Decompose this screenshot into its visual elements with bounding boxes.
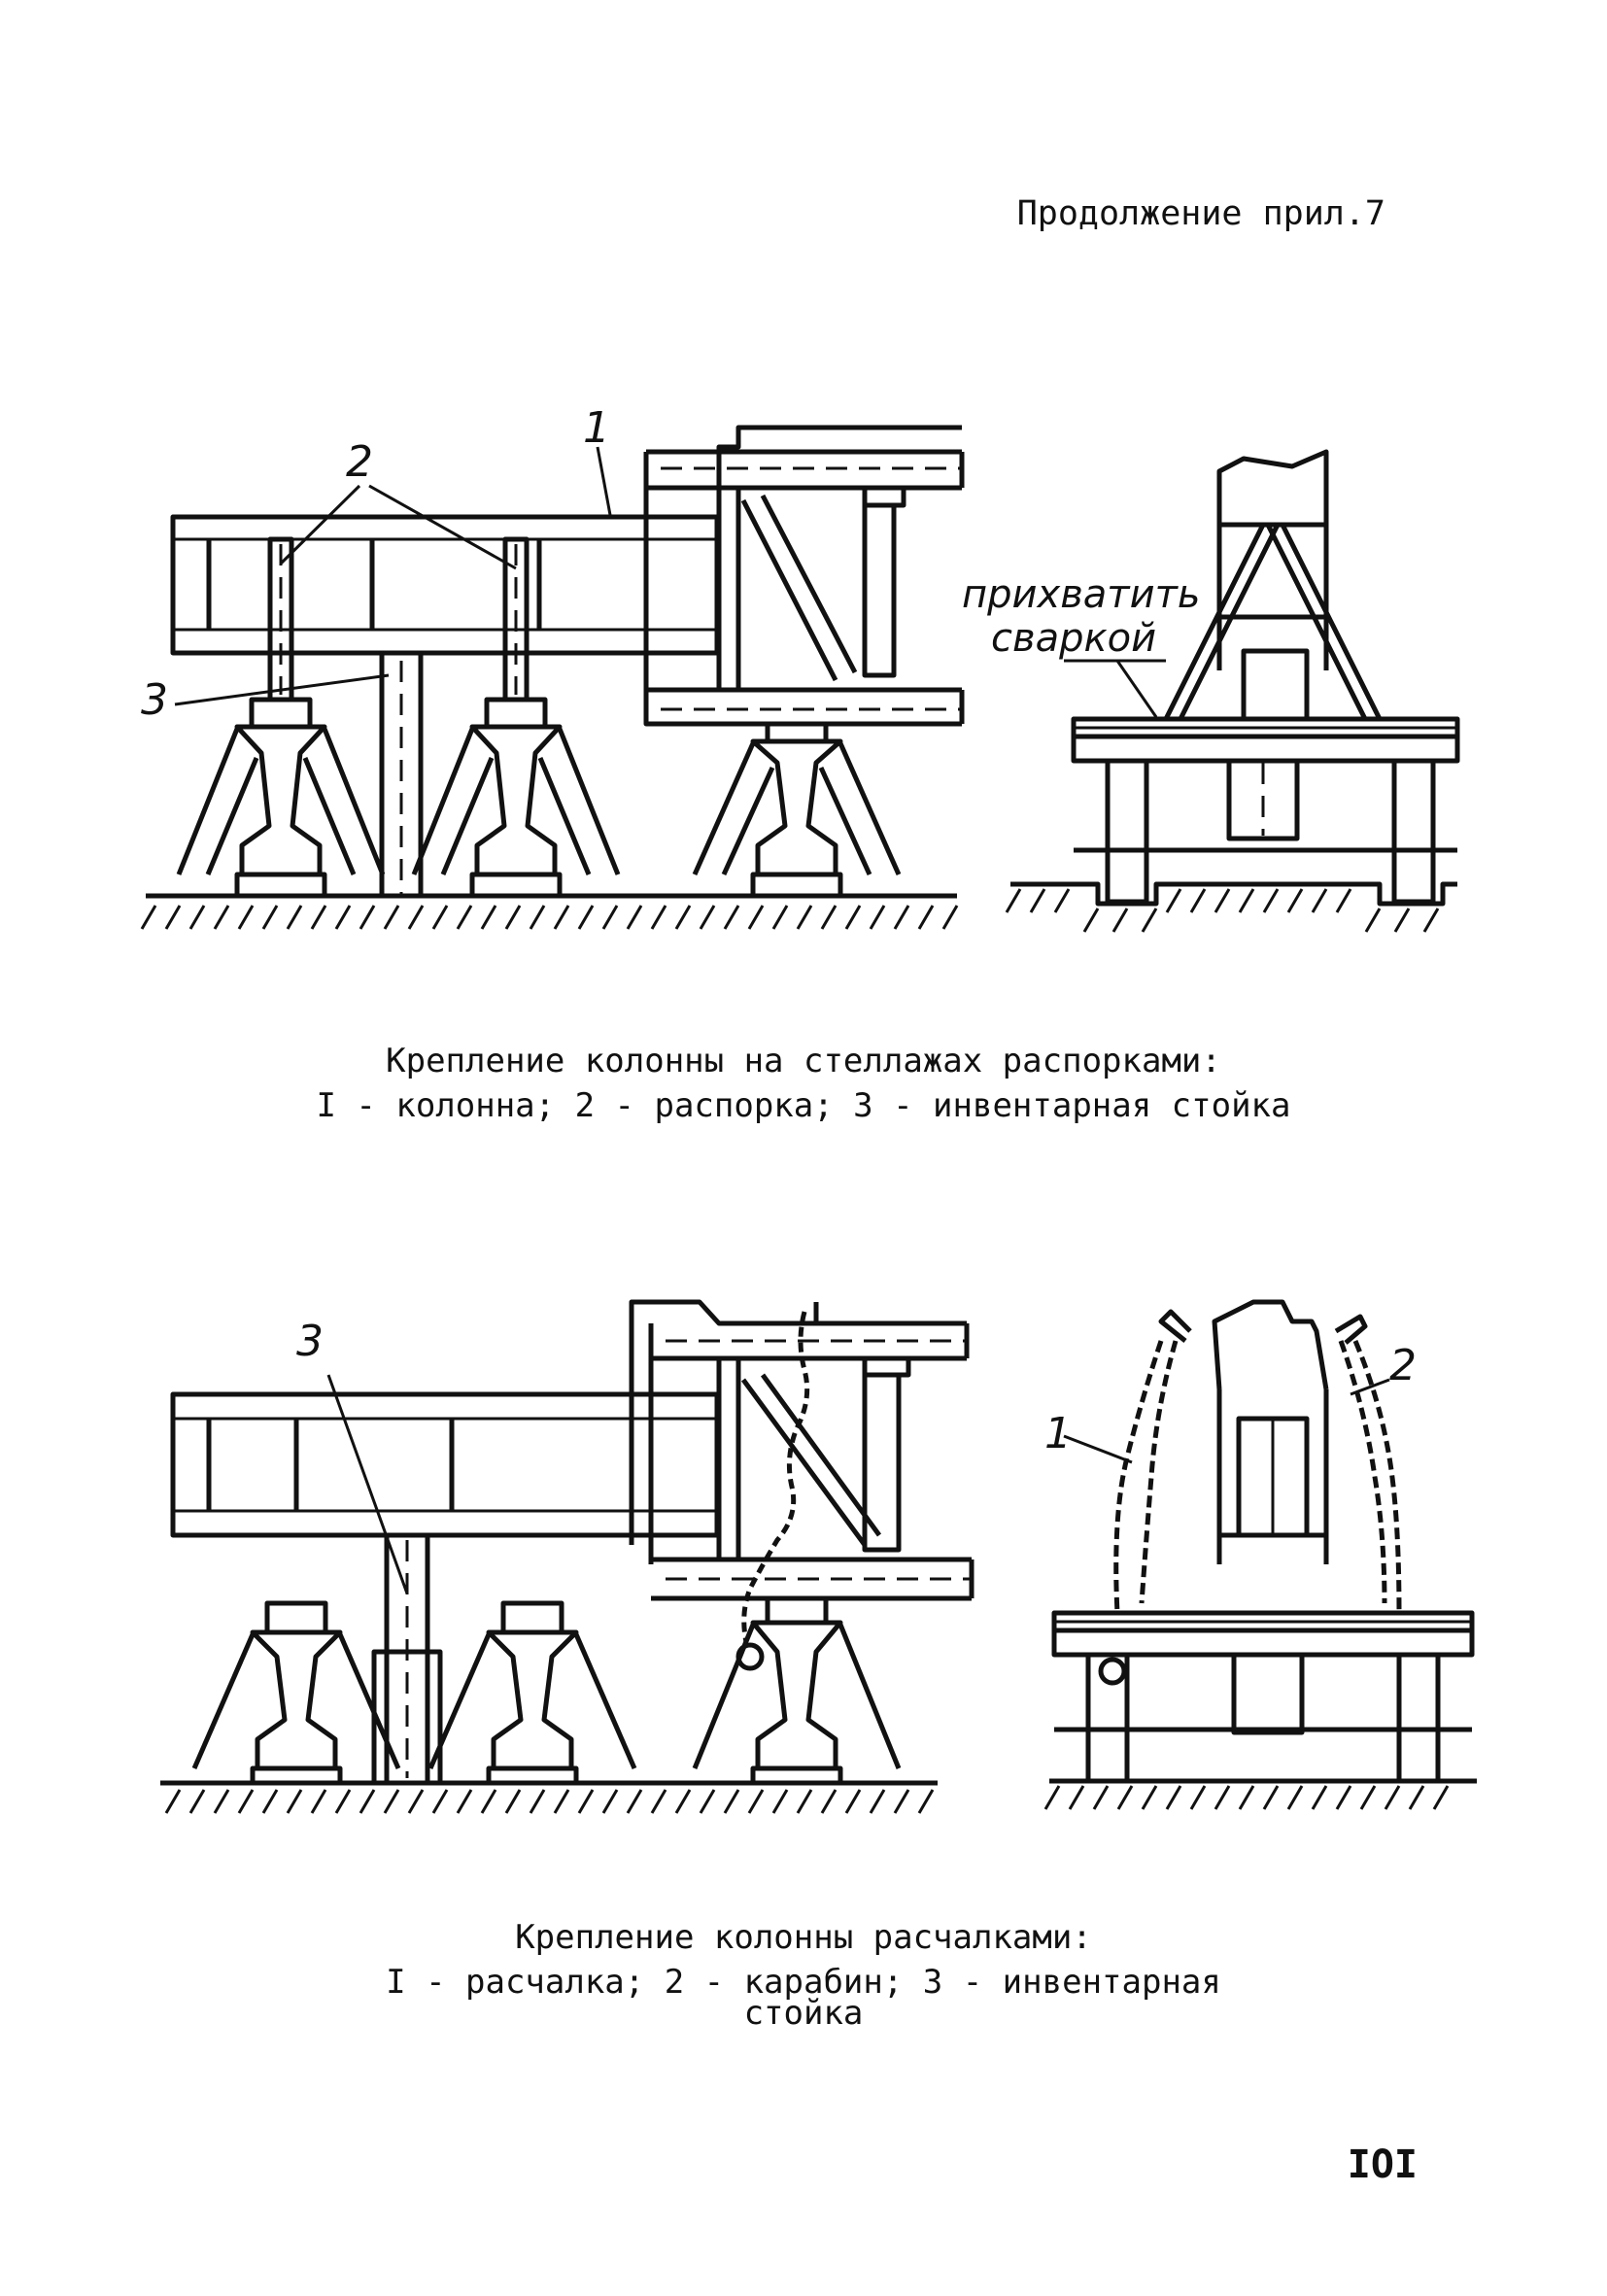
column-head xyxy=(643,425,965,727)
ground-hatching xyxy=(140,893,959,930)
figure-2-caption-legend-cont: стойка xyxy=(743,1994,864,2033)
rail-supports xyxy=(176,697,902,899)
weld-note-line1: прихватить xyxy=(962,572,1200,617)
figure-2-caption-legend: I - расчалка; 2 - карабин; 3 - инвентарн… xyxy=(386,1963,1221,2002)
struts xyxy=(267,536,530,703)
column-head xyxy=(629,1299,974,1601)
label-1: 1 xyxy=(583,403,610,453)
inventory-post xyxy=(379,650,424,899)
side-view xyxy=(1043,1299,1477,1810)
label-2: 2 xyxy=(346,437,373,487)
column-body xyxy=(170,1391,720,1538)
figure-2-drawing: 3 1 2 xyxy=(160,1299,1477,1814)
rail-supports xyxy=(191,1595,902,1786)
guy-chain xyxy=(735,1311,810,1671)
figure-1-caption-title: Крепление колонны на стеллажах распоркам… xyxy=(386,1042,1221,1080)
continuation-header: Продолжение прил.7 xyxy=(1016,194,1385,233)
leader-lines xyxy=(174,446,612,706)
weld-note-line2: сваркой xyxy=(991,616,1156,661)
ground-hatching xyxy=(160,1780,938,1814)
page-number: IOI xyxy=(1347,2142,1418,2187)
label-2: 2 xyxy=(1389,1341,1417,1390)
label-3: 3 xyxy=(141,675,168,725)
label-1: 1 xyxy=(1044,1409,1072,1458)
label-3: 3 xyxy=(296,1317,324,1366)
figure-2-caption-title: Крепление колонны расчалками: xyxy=(515,1918,1092,1957)
leader-lines xyxy=(326,1374,1390,1594)
column-body xyxy=(170,514,720,656)
side-view xyxy=(1005,449,1460,933)
figure-1-caption-legend: I - колонна; 2 - распорка; 3 - инвентарн… xyxy=(316,1086,1291,1125)
inventory-post xyxy=(371,1532,443,1786)
figure-1-drawing: 2 1 3 прихватить сваркой xyxy=(140,403,1460,933)
